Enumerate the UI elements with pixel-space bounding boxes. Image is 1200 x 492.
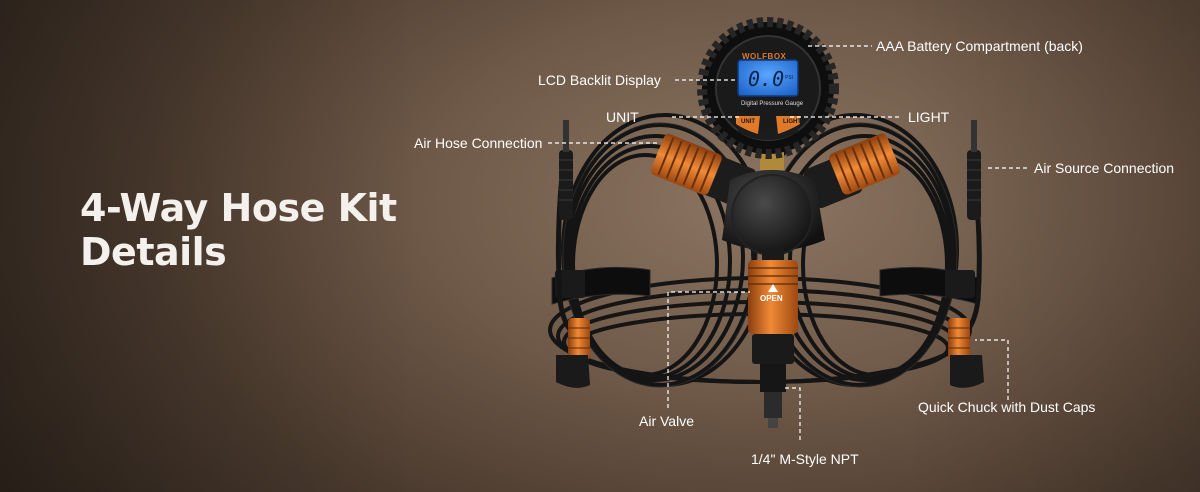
gauge-caption: Digital Pressure Gauge bbox=[741, 101, 804, 107]
headline: 4-Way Hose Kit Details bbox=[80, 186, 397, 274]
callout-lcd: LCD Backlit Display bbox=[538, 72, 661, 88]
headline-line-2: Details bbox=[80, 230, 227, 274]
callout-unit: UNIT bbox=[606, 109, 639, 125]
callout-light: LIGHT bbox=[908, 109, 950, 125]
lcd-value: 0.0 bbox=[748, 67, 785, 91]
probe-left bbox=[559, 120, 573, 220]
probe-right bbox=[967, 120, 981, 220]
headline-line-1: 4-Way Hose Kit bbox=[80, 186, 397, 230]
quick-chuck-right bbox=[948, 318, 984, 388]
callout-air-source: Air Source Connection bbox=[1034, 160, 1175, 176]
lcd-unit: PSI bbox=[785, 75, 794, 81]
callout-npt: 1/4" M-Style NPT bbox=[751, 451, 859, 467]
gauge-unit-button: UNIT bbox=[741, 119, 755, 125]
leader-lines bbox=[548, 45, 1028, 440]
callout-battery: AAA Battery Compartment (back) bbox=[876, 38, 1083, 54]
air-valve-body bbox=[748, 248, 798, 428]
callout-air-valve: Air Valve bbox=[639, 413, 694, 429]
callout-air-hose: Air Hose Connection bbox=[414, 135, 543, 151]
center-hub bbox=[722, 140, 825, 256]
leader-npt bbox=[783, 387, 801, 440]
gauge-light-button: LIGHT bbox=[783, 119, 801, 125]
velcro-strap-right bbox=[879, 266, 979, 305]
gauge-brand: WOLFBOX bbox=[742, 52, 787, 61]
velcro-strap-left bbox=[551, 266, 651, 305]
coupler-right bbox=[803, 133, 901, 209]
leader-air-valve bbox=[667, 291, 750, 408]
quick-chuck-left bbox=[556, 318, 590, 388]
leader-quick-chuck bbox=[975, 339, 1009, 400]
callout-quick-chuck: Quick Chuck with Dust Caps bbox=[918, 399, 1096, 415]
valve-open-mark: OPEN bbox=[760, 294, 783, 303]
pressure-gauge bbox=[697, 17, 839, 159]
